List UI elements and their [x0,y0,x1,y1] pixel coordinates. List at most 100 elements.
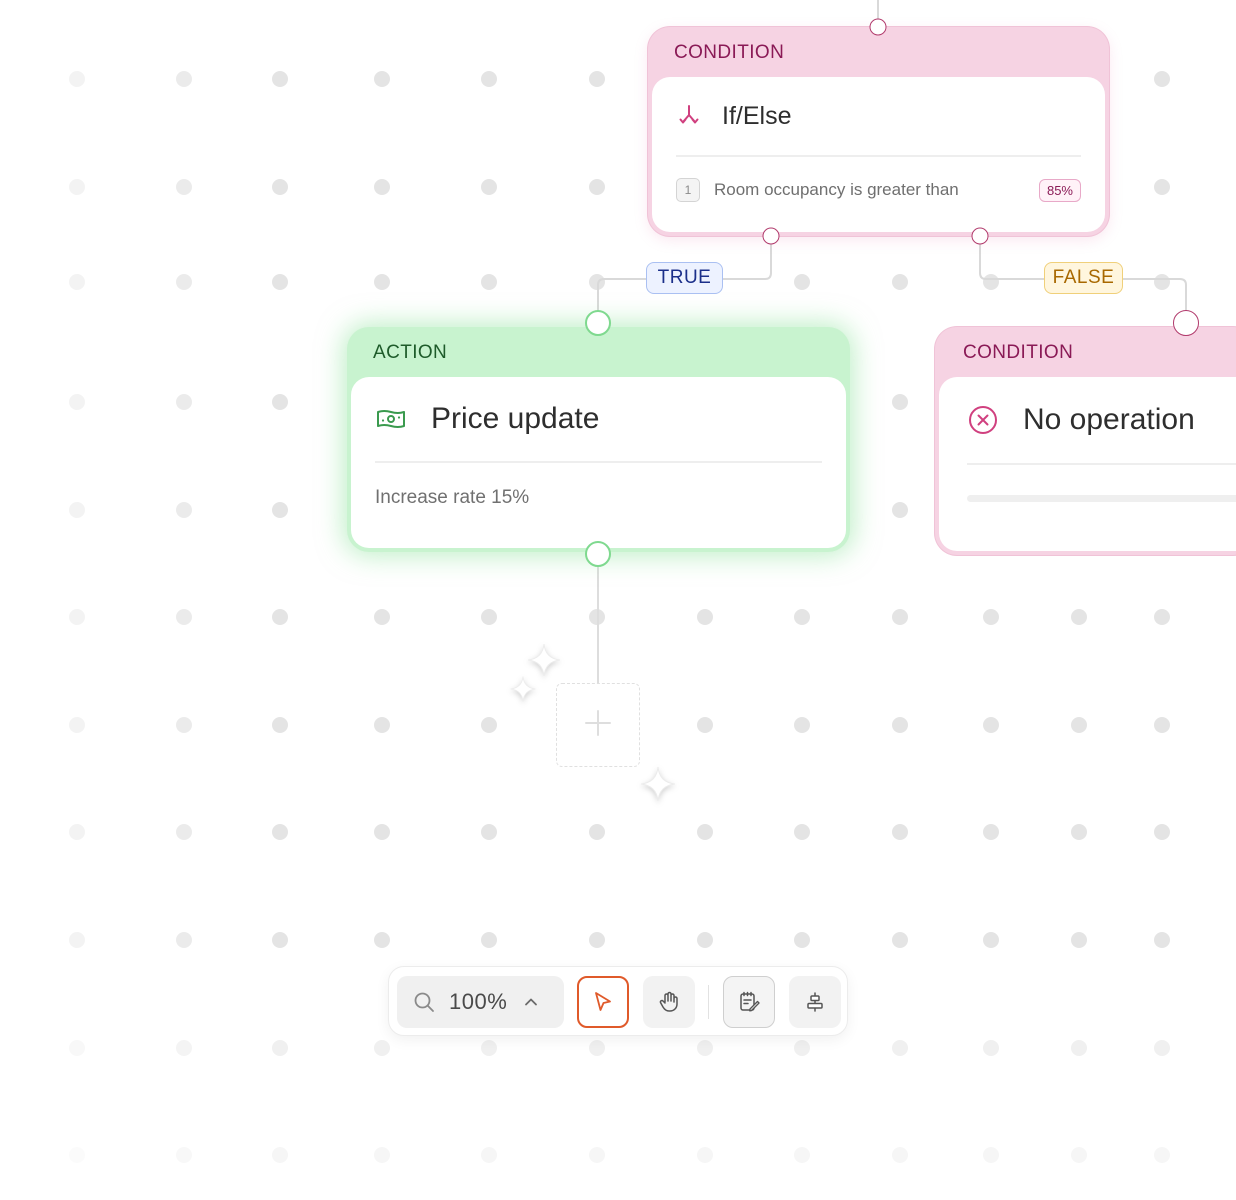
grid-dot [176,394,192,410]
grid-dot [892,824,908,840]
grid-dot [69,1040,85,1056]
rule-number: 1 [676,178,700,202]
canvas-toolbar: 100% [388,966,848,1036]
money-icon [375,405,407,433]
grid-dot [69,71,85,87]
grid-dot [1154,609,1170,625]
grid-dot [983,824,999,840]
grid-dot [69,717,85,733]
grid-dot [176,71,192,87]
true-branch-label: TRUE [646,262,723,294]
node-header: CONDITION [674,42,785,63]
grid-dot [892,1147,908,1163]
grid-dot [374,609,390,625]
node-title-row: If/Else [676,77,1081,157]
grid-dot [892,609,908,625]
grid-dot [1071,824,1087,840]
false-output-port[interactable] [971,227,989,245]
grid-dot [176,274,192,290]
grid-dot [69,179,85,195]
sparkle-icon [509,675,537,708]
grid-dot [374,1147,390,1163]
grid-dot [374,179,390,195]
grid-dot [69,274,85,290]
hand-icon [657,990,681,1014]
grid-dot [69,932,85,948]
align-icon [803,990,827,1014]
grid-dot [272,179,288,195]
grid-dot [176,609,192,625]
grid-dot [1154,1147,1170,1163]
grid-dot [176,717,192,733]
grid-dot [176,502,192,518]
grid-dot [794,1040,810,1056]
select-tool-button[interactable] [577,976,629,1028]
condition-rule[interactable]: 1 Room occupancy is greater than 85% [676,175,1081,205]
grid-dot [481,717,497,733]
grid-dot [589,1147,605,1163]
grid-dot [374,717,390,733]
chevron-up-icon[interactable] [523,994,539,1010]
grid-dot [1071,1147,1087,1163]
grid-dot [176,932,192,948]
grid-dot [272,394,288,410]
grid-dot [892,274,908,290]
plus-icon [583,708,613,743]
grid-dot [69,1147,85,1163]
grid-dot [481,609,497,625]
rule-value-badge[interactable]: 85% [1038,178,1081,202]
grid-dot [176,1040,192,1056]
grid-dot [892,394,908,410]
notes-tool-button[interactable] [723,976,775,1028]
no-operation-node[interactable]: CONDITION No operation [935,327,1236,555]
grid-dot [1071,609,1087,625]
grid-dot [892,502,908,518]
false-branch-label: FALSE [1044,262,1123,294]
zoom-control[interactable]: 100% [397,976,564,1028]
grid-dot [69,394,85,410]
price-update-output-port[interactable] [585,541,611,567]
grid-dot [892,932,908,948]
grid-dot [589,179,605,195]
grid-dot [481,1040,497,1056]
no-operation-input-port[interactable] [1173,310,1199,336]
grid-dot [272,71,288,87]
node-header: CONDITION [963,342,1074,363]
grid-dot [272,274,288,290]
grid-dot [374,932,390,948]
align-tool-button[interactable] [789,976,841,1028]
grid-dot [481,932,497,948]
sparkle-icon [639,765,677,808]
if-else-node[interactable]: CONDITION If/Else 1 Room occupancy is gr… [648,27,1109,236]
grid-dot [481,824,497,840]
price-update-input-port[interactable] [585,310,611,336]
grid-dot [794,824,810,840]
grid-dot [69,824,85,840]
toolbar-divider [708,985,709,1019]
add-node-button[interactable] [556,683,640,767]
node-body: No operation [939,377,1236,551]
grid-dot [697,717,713,733]
grid-dot [1154,179,1170,195]
x-circle-icon [967,404,999,436]
grid-dot [589,1040,605,1056]
grid-dot [374,824,390,840]
node-body: Price update Increase rate 15% [351,377,846,548]
node-header: ACTION [373,342,448,363]
grid-dot [481,179,497,195]
grid-dot [794,609,810,625]
pan-tool-button[interactable] [643,976,695,1028]
node-description: Increase rate 15% [375,487,530,508]
grid-dot [794,1147,810,1163]
grid-dot [176,1147,192,1163]
grid-dot [1154,824,1170,840]
grid-dot [176,179,192,195]
if-else-input-port[interactable] [869,18,887,36]
grid-dot [374,1040,390,1056]
price-update-node[interactable]: ACTION Price update Increase rate 15% [347,327,850,552]
grid-dot [481,1147,497,1163]
grid-dot [272,1147,288,1163]
true-output-port[interactable] [762,227,780,245]
grid-dot [1154,717,1170,733]
